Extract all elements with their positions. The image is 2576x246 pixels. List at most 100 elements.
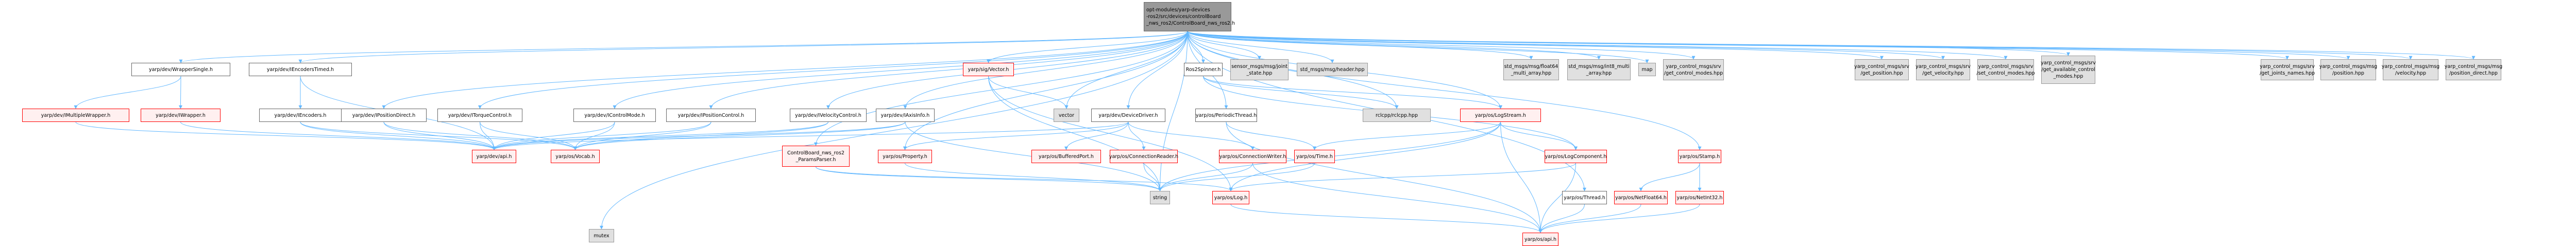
edge-iposition_control-to-dev_api bbox=[492, 121, 711, 150]
node-time[interactable]: yarp/os/Time.h bbox=[1294, 150, 1335, 163]
node-log-stream[interactable]: yarp/os/LogStream.h bbox=[1460, 109, 1541, 122]
edge-root-to-property bbox=[903, 31, 1188, 150]
node-thread[interactable]: yarp/os/Thread.h bbox=[1562, 191, 1607, 204]
edge-root-to-get_velocity bbox=[1187, 31, 1945, 60]
edge-iaxis_info-to-vocab bbox=[573, 121, 906, 150]
edge-root-to-iencoders_timed bbox=[298, 31, 1188, 63]
node-root-controlboard-nws-ros2[interactable]: opt-modules/yarp-devices -ros2/src/devic… bbox=[1144, 2, 1235, 31]
edge-log-to-os_api bbox=[1230, 204, 1543, 233]
node-iaxis-info[interactable]: yarp/dev/IAxisInfo.h bbox=[876, 109, 935, 122]
edge-root-to-header bbox=[1187, 31, 1334, 63]
edge-sig_vector-to-vector bbox=[988, 76, 1069, 109]
edge-stamp-to-net_float64 bbox=[1639, 163, 1700, 191]
edge-device_driver-to-dev_api bbox=[492, 121, 1129, 150]
node-get-control-modes: yarp_control_msgs/srv /get_control_modes… bbox=[1663, 59, 1724, 80]
edge-periodic_thread-to-time bbox=[1226, 121, 1316, 150]
node-rclcpp: rclcpp/rclcpp.hpp bbox=[1363, 109, 1431, 122]
node-net-float64[interactable]: yarp/os/NetFloat64.h bbox=[1614, 191, 1668, 204]
node-vocab[interactable]: yarp/os/Vocab.h bbox=[551, 150, 600, 163]
node-iwrapper[interactable]: yarp/dev/IWrapper.h bbox=[141, 109, 221, 122]
edge-root-to-icontrol_mode bbox=[613, 31, 1188, 109]
node-os-api[interactable]: yarp/os/api.h bbox=[1522, 233, 1558, 246]
edge-iposition_direct-to-dev_api bbox=[383, 121, 496, 150]
edge-itorque_control-to-vocab bbox=[480, 121, 577, 150]
node-get-position: yarp_control_msgs/srv /get_position.hpp bbox=[1854, 59, 1909, 80]
edge-log_component-to-os_api bbox=[1538, 163, 1576, 233]
node-vector: vector bbox=[1054, 109, 1079, 122]
edge-time-to-string bbox=[1158, 163, 1315, 191]
edge-device_driver-to-connection_reader bbox=[1128, 121, 1146, 150]
edge-icontrol_mode-to-dev_api bbox=[492, 121, 615, 150]
edge-log_stream-to-log bbox=[1229, 121, 1501, 191]
edge-itorque_control-to-dev_api bbox=[480, 121, 496, 150]
edge-ivelocity_control-to-dev_api bbox=[492, 121, 828, 150]
edge-iencoders-to-dev_api bbox=[300, 121, 496, 150]
node-property[interactable]: yarp/os/Property.h bbox=[878, 150, 932, 163]
edge-root-to-vector bbox=[1064, 31, 1188, 109]
node-set-control-modes: yarp_control_msgs/srv /set_control_modes… bbox=[1976, 59, 2035, 80]
edge-root-to-iaxis_info bbox=[903, 31, 1188, 109]
node-ros2-spinner[interactable]: Ros2Spinner.h bbox=[1184, 63, 1223, 76]
edge-params_parser-to-log bbox=[816, 166, 1233, 191]
node-msg-velocity: yarp_control_msgs/msg /velocity.hpp bbox=[2382, 59, 2439, 80]
node-iencoders-timed[interactable]: yarp/dev/IEncodersTimed.h bbox=[249, 63, 352, 76]
node-stamp[interactable]: yarp/os/Stamp.h bbox=[1678, 150, 1721, 163]
node-imultiple-wrapper[interactable]: yarp/dev/IMultipleWrapper.h bbox=[22, 109, 129, 122]
node-connection-writer[interactable]: yarp/os/ConnectionWriter.h bbox=[1219, 150, 1286, 163]
node-iposition-control[interactable]: yarp/dev/IPositionControl.h bbox=[666, 109, 756, 122]
edge-root-to-sig_vector bbox=[987, 31, 1188, 63]
node-log[interactable]: yarp/os/Log.h bbox=[1212, 191, 1249, 204]
node-params-parser[interactable]: ControlBoard_nws_ros2 _ParamsParser.h bbox=[782, 146, 850, 167]
node-dev-api[interactable]: yarp/dev/api.h bbox=[472, 150, 516, 163]
edge-log_stream-to-log_component bbox=[1500, 121, 1578, 150]
edge-log_stream-to-time bbox=[1313, 121, 1501, 150]
node-buffered-port[interactable]: yarp/os/BufferedPort.h bbox=[1031, 150, 1101, 163]
edge-connection_reader-to-string bbox=[1143, 163, 1162, 191]
node-periodic-thread[interactable]: yarp/os/PeriodicThread.h bbox=[1195, 109, 1257, 122]
edge-iposition_control-to-vocab bbox=[573, 121, 711, 150]
node-icontrol-mode[interactable]: yarp/dev/IControlMode.h bbox=[573, 109, 656, 122]
edge-wrapper_single-to-imultiple_wrapper bbox=[74, 76, 181, 109]
node-net-int32[interactable]: yarp/os/NetInt32.h bbox=[1675, 191, 1724, 204]
edge-root-to-params_parser bbox=[814, 31, 1188, 146]
edge-root-to-get_control_modes bbox=[1187, 31, 1696, 60]
edge-ros2_spinner-to-log_stream bbox=[1203, 76, 1502, 109]
node-connection-reader[interactable]: yarp/os/ConnectionReader.h bbox=[1109, 150, 1178, 163]
node-msg-position: yarp_control_msgs/msg /position.hpp bbox=[2319, 59, 2377, 80]
edge-net_float64-to-os_api bbox=[1538, 204, 1641, 233]
edge-log_component-to-log bbox=[1229, 163, 1576, 191]
edge-log_stream-to-os_api bbox=[1500, 121, 1543, 233]
edge-root-to-set_control_modes bbox=[1187, 31, 2008, 60]
edge-device_driver-to-property bbox=[903, 121, 1129, 150]
edge-periodic_thread-to-os_api bbox=[1226, 121, 1543, 233]
edge-root-to-joint_state bbox=[1187, 31, 1261, 60]
edge-iwrapper-to-dev_api bbox=[180, 121, 496, 150]
edge-ros2_spinner-to-rclcpp bbox=[1203, 76, 1399, 109]
edge-thread-to-os_api bbox=[1538, 204, 1585, 233]
edge-params_parser-to-string bbox=[816, 166, 1162, 191]
node-header: std_msgs/msg/header.hpp bbox=[1297, 63, 1368, 76]
node-itorque-control[interactable]: yarp/dev/ITorqueControl.h bbox=[437, 109, 522, 122]
edge-root-to-wrapper_single bbox=[179, 31, 1188, 63]
edge-property-to-string bbox=[905, 163, 1162, 191]
node-log-component[interactable]: yarp/os/LogComponent.h bbox=[1545, 150, 1607, 163]
edge-imultiple_wrapper-to-dev_api bbox=[75, 121, 496, 150]
node-iposition-direct[interactable]: yarp/dev/IPositionDirect.h bbox=[341, 109, 427, 122]
node-string: string bbox=[1150, 191, 1170, 204]
edge-root-to-iposition_direct bbox=[382, 31, 1188, 109]
node-wrapper-single[interactable]: yarp/dev/WrapperSingle.h bbox=[131, 63, 230, 76]
edge-icontrol_mode-to-vocab bbox=[573, 121, 615, 150]
node-msg-position-direct: yarp_control_msgs/msg /position_direct.h… bbox=[2445, 59, 2502, 80]
edge-root-to-mutex bbox=[600, 31, 1188, 230]
edge-iposition_direct-to-vocab bbox=[383, 121, 577, 150]
node-ivelocity-control[interactable]: yarp/dev/IVelocityControl.h bbox=[790, 109, 867, 122]
node-sig-vector[interactable]: yarp/sig/Vector.h bbox=[963, 63, 1014, 76]
node-float64-multi-array: std_msgs/msg/float64 _multi_array.hpp bbox=[1503, 59, 1559, 80]
edge-root-to-device_driver bbox=[1126, 31, 1188, 109]
node-get-available-control-modes: yarp_control_msgs/srv /get_available_con… bbox=[2041, 56, 2096, 84]
edge-net_int32-to-os_api bbox=[1538, 204, 1700, 233]
edge-sig_vector-to-log bbox=[988, 76, 1233, 191]
edge-sig_vector-to-string bbox=[988, 76, 1162, 191]
node-iencoders[interactable]: yarp/dev/IEncoders.h bbox=[259, 109, 342, 122]
node-device-driver[interactable]: yarp/dev/DeviceDriver.h bbox=[1091, 109, 1165, 122]
